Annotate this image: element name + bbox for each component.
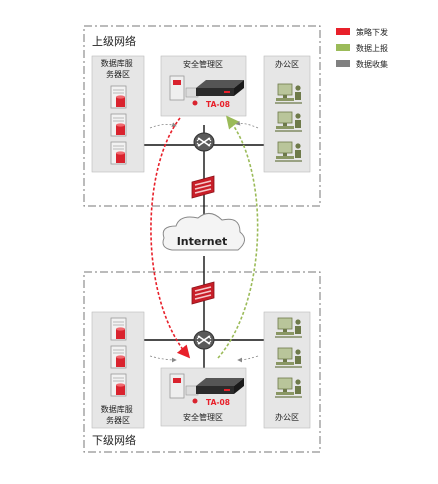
internet-cloud-icon [162, 213, 245, 251]
upper-zone-database: 数据库服 务器区 [91, 55, 145, 173]
legend-label-collect: 数据收集 [356, 59, 388, 69]
lower-collect-arrow-db [149, 355, 177, 363]
lower-network-title: 下级网络 [92, 433, 136, 447]
database-server-icon [110, 85, 127, 109]
lower-zone-database: 数据库服 务器区 [91, 311, 145, 429]
router-icon [193, 330, 215, 350]
upper-collect-arrow-office [235, 120, 259, 129]
upper-network-title: 上级网络 [92, 34, 136, 48]
upper-device-label: TA-08 [206, 100, 230, 109]
upper-db-label-line1: 数据库服 [101, 58, 133, 68]
lower-db-label-line1: 数据库服 [101, 404, 133, 414]
lower-zone-office-label: 办公区 [275, 412, 299, 422]
upper-db-label-line2: 务器区 [106, 69, 130, 79]
router-icon [193, 132, 215, 152]
upper-zone-office: 办公区 [263, 55, 311, 173]
lower-db-label-line2: 务器区 [106, 415, 130, 425]
legend-label-report: 数据上报 [356, 43, 388, 53]
database-server-icon [110, 373, 127, 397]
database-server-icon [110, 113, 127, 137]
ta-appliance-icon [196, 378, 244, 394]
upper-collect-arrow-db [149, 122, 177, 129]
report-flow-arrow [217, 115, 259, 359]
firewall-icon [191, 281, 215, 305]
legend-swatch-collect [336, 60, 350, 67]
strategy-flow-arrow [150, 117, 191, 359]
firewall-icon [191, 175, 215, 199]
legend-label-strategy: 策略下发 [356, 27, 388, 37]
internet-label: Internet [177, 235, 228, 248]
legend-swatch-report [336, 44, 350, 51]
upper-network-boundary [83, 25, 321, 207]
upper-zone-security-label: 安全管理区 [183, 59, 223, 69]
lower-zone-security-label: 安全管理区 [183, 412, 223, 422]
lower-zone-office: 办公区 [263, 311, 311, 429]
upper-zone-database-label: 数据库服 务器区 [101, 58, 136, 79]
upper-zone-office-label: 办公区 [275, 59, 299, 69]
database-server-icon [110, 317, 127, 341]
lower-collect-arrow-office [237, 355, 259, 363]
legend-swatch-strategy [336, 28, 350, 35]
lower-device-label: TA-08 [206, 398, 230, 407]
lower-zone-database-label: 数据库服 务器区 [101, 404, 136, 425]
upper-zone-security: 安全管理区 TA-08 [160, 55, 247, 117]
lower-zone-security: TA-08 安全管理区 [160, 367, 247, 427]
lower-network-boundary [83, 271, 321, 453]
database-server-icon [110, 141, 127, 165]
database-server-icon [110, 345, 127, 369]
ta-appliance-icon [196, 80, 244, 96]
